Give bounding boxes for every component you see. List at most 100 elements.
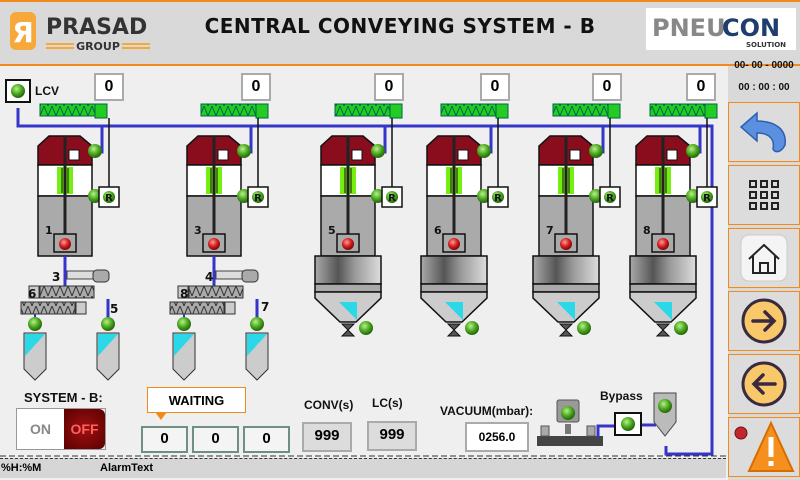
feeder-led	[28, 317, 42, 331]
conv-time-value[interactable]: 999	[302, 422, 352, 452]
reset-r-label: R	[606, 193, 614, 204]
time-format-text: %H:%M	[1, 462, 42, 474]
svg-text:GROUP: GROUP	[76, 40, 120, 53]
feeder-led	[177, 317, 191, 331]
prasad-logo: Я PRASAD GROUP	[6, 8, 156, 54]
receiver-counter[interactable]: 0	[94, 73, 124, 101]
level-sensor-led	[448, 238, 460, 250]
vacuum-valve-led	[589, 144, 603, 158]
bypass-valve[interactable]	[614, 412, 642, 436]
reset-r-label: R	[703, 193, 711, 204]
receiver-number: 8	[643, 224, 651, 237]
discharge-valve	[558, 323, 574, 337]
reset-r-label: R	[105, 193, 113, 204]
grid-icon	[749, 180, 779, 210]
arrow-left-circle-icon	[741, 361, 787, 407]
status-counter: 0	[192, 426, 239, 453]
status-counter: 0	[141, 426, 188, 453]
date-display: 00- 00 - 0000	[734, 60, 794, 71]
receiver-8[interactable]: 8R	[629, 103, 718, 337]
hopper-filter	[314, 255, 382, 285]
bypass-filter	[653, 392, 677, 438]
conveyor-motor	[94, 103, 108, 119]
hopper-filter	[532, 255, 600, 285]
receiver-counter[interactable]: 0	[592, 73, 622, 101]
receiver-counter[interactable]: 0	[686, 73, 716, 101]
svg-text:PRASAD: PRASAD	[46, 15, 147, 40]
receiver-counter[interactable]: 0	[374, 73, 404, 101]
back-button[interactable]	[728, 102, 800, 162]
receiver-3[interactable]: 3R	[169, 103, 269, 381]
conveyor-motor	[495, 103, 509, 119]
motor-label: 3	[52, 270, 61, 284]
conveyor-motor	[255, 103, 269, 119]
feeder-led	[101, 317, 115, 331]
screw-label: 6	[28, 287, 37, 301]
discharge-valve	[446, 323, 462, 337]
reset-r-label: R	[254, 193, 262, 204]
receiver-7[interactable]: 7R	[532, 103, 621, 337]
screw-label: 8	[180, 287, 189, 301]
system-label: SYSTEM - B:	[24, 390, 103, 405]
conveyor-motor	[704, 103, 718, 119]
hopper-filter	[420, 255, 488, 285]
on-button[interactable]: ON	[17, 409, 64, 449]
home-button[interactable]	[728, 228, 800, 288]
reset-r-label: R	[388, 193, 396, 204]
level-sensor-led	[59, 238, 71, 250]
receiver-1[interactable]: 1R	[20, 103, 120, 381]
warning-icon	[734, 420, 795, 472]
receiver-counter[interactable]: 0	[241, 73, 271, 101]
next-button[interactable]	[728, 291, 800, 351]
svg-text:CON: CON	[722, 14, 780, 42]
discharge-valve	[340, 323, 356, 337]
prev-button[interactable]	[728, 354, 800, 414]
time-display: 00 : 00 : 00	[738, 82, 790, 93]
receiver-number: 6	[434, 224, 442, 237]
vacuum-label: VACUUM(mbar):	[440, 404, 534, 418]
callout-pointer	[155, 412, 167, 420]
alarm-button[interactable]	[728, 417, 800, 477]
receiver-number: 5	[328, 224, 336, 237]
receiver-number: 1	[45, 224, 53, 237]
vacuum-line	[16, 108, 714, 456]
vacuum-value: 0256.0	[465, 422, 529, 452]
status-counter: 0	[243, 426, 290, 453]
receiver-counter[interactable]: 0	[480, 73, 510, 101]
vacuum-valve-led	[371, 144, 385, 158]
status-callout: WAITING	[147, 387, 246, 413]
feeder-led	[250, 317, 264, 331]
discharge-valve-led	[577, 321, 591, 335]
lc-label: LC(s)	[372, 396, 403, 410]
conveyor-motor	[607, 103, 621, 119]
svg-text:SOLUTION: SOLUTION	[746, 41, 786, 49]
svg-text:Я: Я	[12, 16, 34, 49]
home-icon	[740, 234, 788, 282]
discharge-valve-led	[359, 321, 373, 335]
receiver-number: 3	[194, 224, 202, 237]
lcv-valve-indicator[interactable]	[5, 79, 31, 103]
system-toggle[interactable]: ON OFF	[16, 408, 106, 450]
vacuum-valve-led	[686, 144, 700, 158]
alarm-text[interactable]: AlarmText	[100, 462, 153, 474]
svg-text:PNEU: PNEU	[652, 14, 726, 42]
receiver-6[interactable]: 6R	[420, 103, 509, 337]
gear-motor	[66, 270, 96, 280]
bypass-label: Bypass	[600, 389, 643, 403]
receiver-5[interactable]: 5R	[314, 103, 403, 337]
page-title: CENTRAL CONVEYING SYSTEM - B	[204, 14, 596, 38]
off-button[interactable]: OFF	[64, 409, 105, 449]
level-sensor-led	[342, 238, 354, 250]
lcv-label: LCV	[35, 84, 59, 98]
level-sensor-led	[560, 238, 572, 250]
lcv-status-led	[11, 84, 25, 98]
lc-time-value[interactable]: 999	[367, 421, 417, 451]
vacuum-pump[interactable]	[535, 396, 605, 450]
undo-arrow-icon	[739, 111, 786, 153]
level-sensor-led	[208, 238, 220, 250]
hopper-filter	[629, 255, 697, 285]
menu-button[interactable]	[728, 165, 800, 225]
vacuum-valve-led	[88, 144, 102, 158]
